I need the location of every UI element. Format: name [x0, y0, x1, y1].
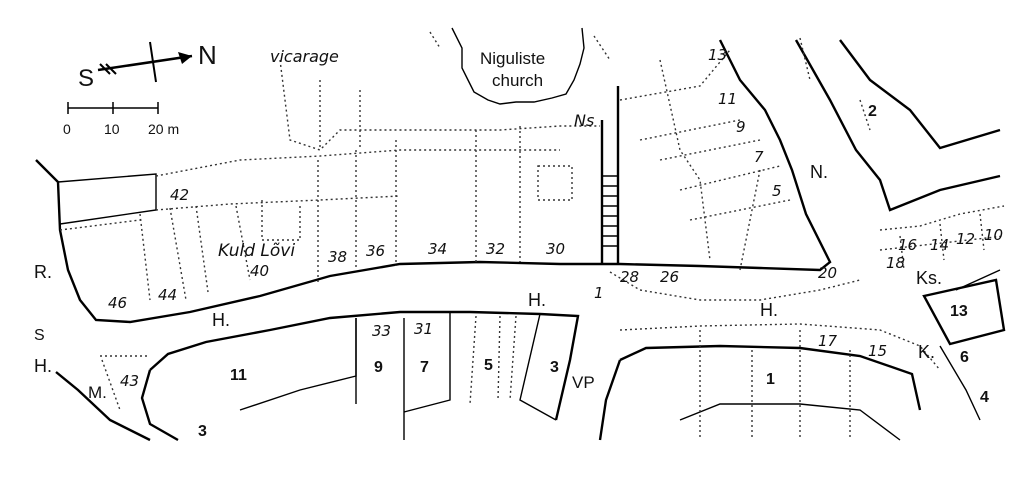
block-1: 1: [766, 371, 775, 388]
lot-33: 33: [372, 322, 391, 340]
lot-46: 46: [108, 294, 127, 312]
street-label-m: M.: [88, 383, 107, 402]
block-9: 9: [374, 359, 383, 376]
block-2: 2: [868, 103, 877, 120]
scale-tick-20: 20 m: [148, 121, 179, 137]
lot-44: 44: [158, 286, 177, 304]
lot-38: 38: [328, 248, 347, 266]
lot-28: 28: [620, 268, 639, 286]
label-vicarage: vicarage: [270, 47, 339, 66]
block-5: 5: [484, 357, 493, 374]
block-4: 4: [980, 389, 989, 406]
lot-11: 11: [718, 90, 737, 108]
lot-7: 7: [754, 148, 764, 166]
lot-13: 13: [708, 46, 727, 64]
lot-32: 32: [486, 240, 505, 258]
street-label-h-3: H.: [760, 300, 778, 320]
lot-numbers: 42 40 38 36 34 32 30 28 26 46 44 43 33 3…: [108, 46, 1003, 390]
lot-30: 30: [546, 240, 565, 258]
street-outlines: [35, 39, 1006, 442]
street-label-r: R.: [34, 262, 52, 282]
lot-34: 34: [428, 240, 447, 258]
street-label-h-1: H.: [212, 310, 230, 330]
lot-36: 36: [366, 242, 385, 260]
lot-5: 5: [772, 182, 782, 200]
parcel-boundaries: [59, 37, 1005, 440]
compass-north-label: N: [198, 40, 217, 70]
block-numbers: 11 9 7 5 3 3 1 2 13 6 4: [198, 103, 989, 440]
lot-42: 42: [170, 186, 189, 204]
lot-10: 10: [984, 226, 1003, 244]
street-label-vp: VP: [572, 373, 595, 392]
label-ns: Ns: [574, 111, 594, 130]
block-3-right: 3: [550, 359, 559, 376]
lot-40: 40: [250, 262, 269, 280]
lot-20: 20: [818, 264, 837, 282]
lot-12: 12: [956, 230, 975, 248]
scale-tick-10: 10: [104, 121, 120, 137]
lot-1-italic: 1: [594, 284, 604, 302]
lot-31: 31: [414, 320, 433, 338]
niguliste-church-outline: [429, 27, 611, 105]
street-label-k: K.: [918, 342, 935, 362]
street-label-s: S: [34, 327, 45, 344]
lot-15: 15: [868, 342, 887, 360]
north-arrow: S N: [78, 40, 217, 92]
street-label-n: N.: [810, 162, 828, 182]
lot-9: 9: [736, 118, 746, 136]
block-6: 6: [960, 349, 969, 366]
street-label-h-left: H.: [34, 356, 52, 376]
map-labels: vicarage Niguliste church Ns Kuld Lõvi R…: [34, 47, 942, 402]
lot-18: 18: [886, 254, 905, 272]
label-church-line2: church: [492, 71, 543, 90]
street-label-h-2: H.: [528, 290, 546, 310]
street-label-ks: Ks.: [916, 268, 942, 288]
lot-26: 26: [660, 268, 679, 286]
scale-bar: 0 10 20 m: [63, 102, 179, 137]
lot-16: 16: [898, 236, 917, 254]
lot-14: 14: [930, 236, 949, 254]
block-13: 13: [950, 303, 968, 320]
lot-17: 17: [818, 332, 838, 350]
block-3-left: 3: [198, 423, 207, 440]
lot-43: 43: [120, 372, 139, 390]
scale-tick-0: 0: [63, 121, 71, 137]
block-11: 11: [230, 367, 247, 384]
block-7: 7: [420, 359, 429, 376]
compass-south-label: S: [78, 65, 94, 92]
label-church-line1: Niguliste: [480, 49, 545, 68]
label-kuld-lovi: Kuld Lõvi: [218, 241, 295, 261]
